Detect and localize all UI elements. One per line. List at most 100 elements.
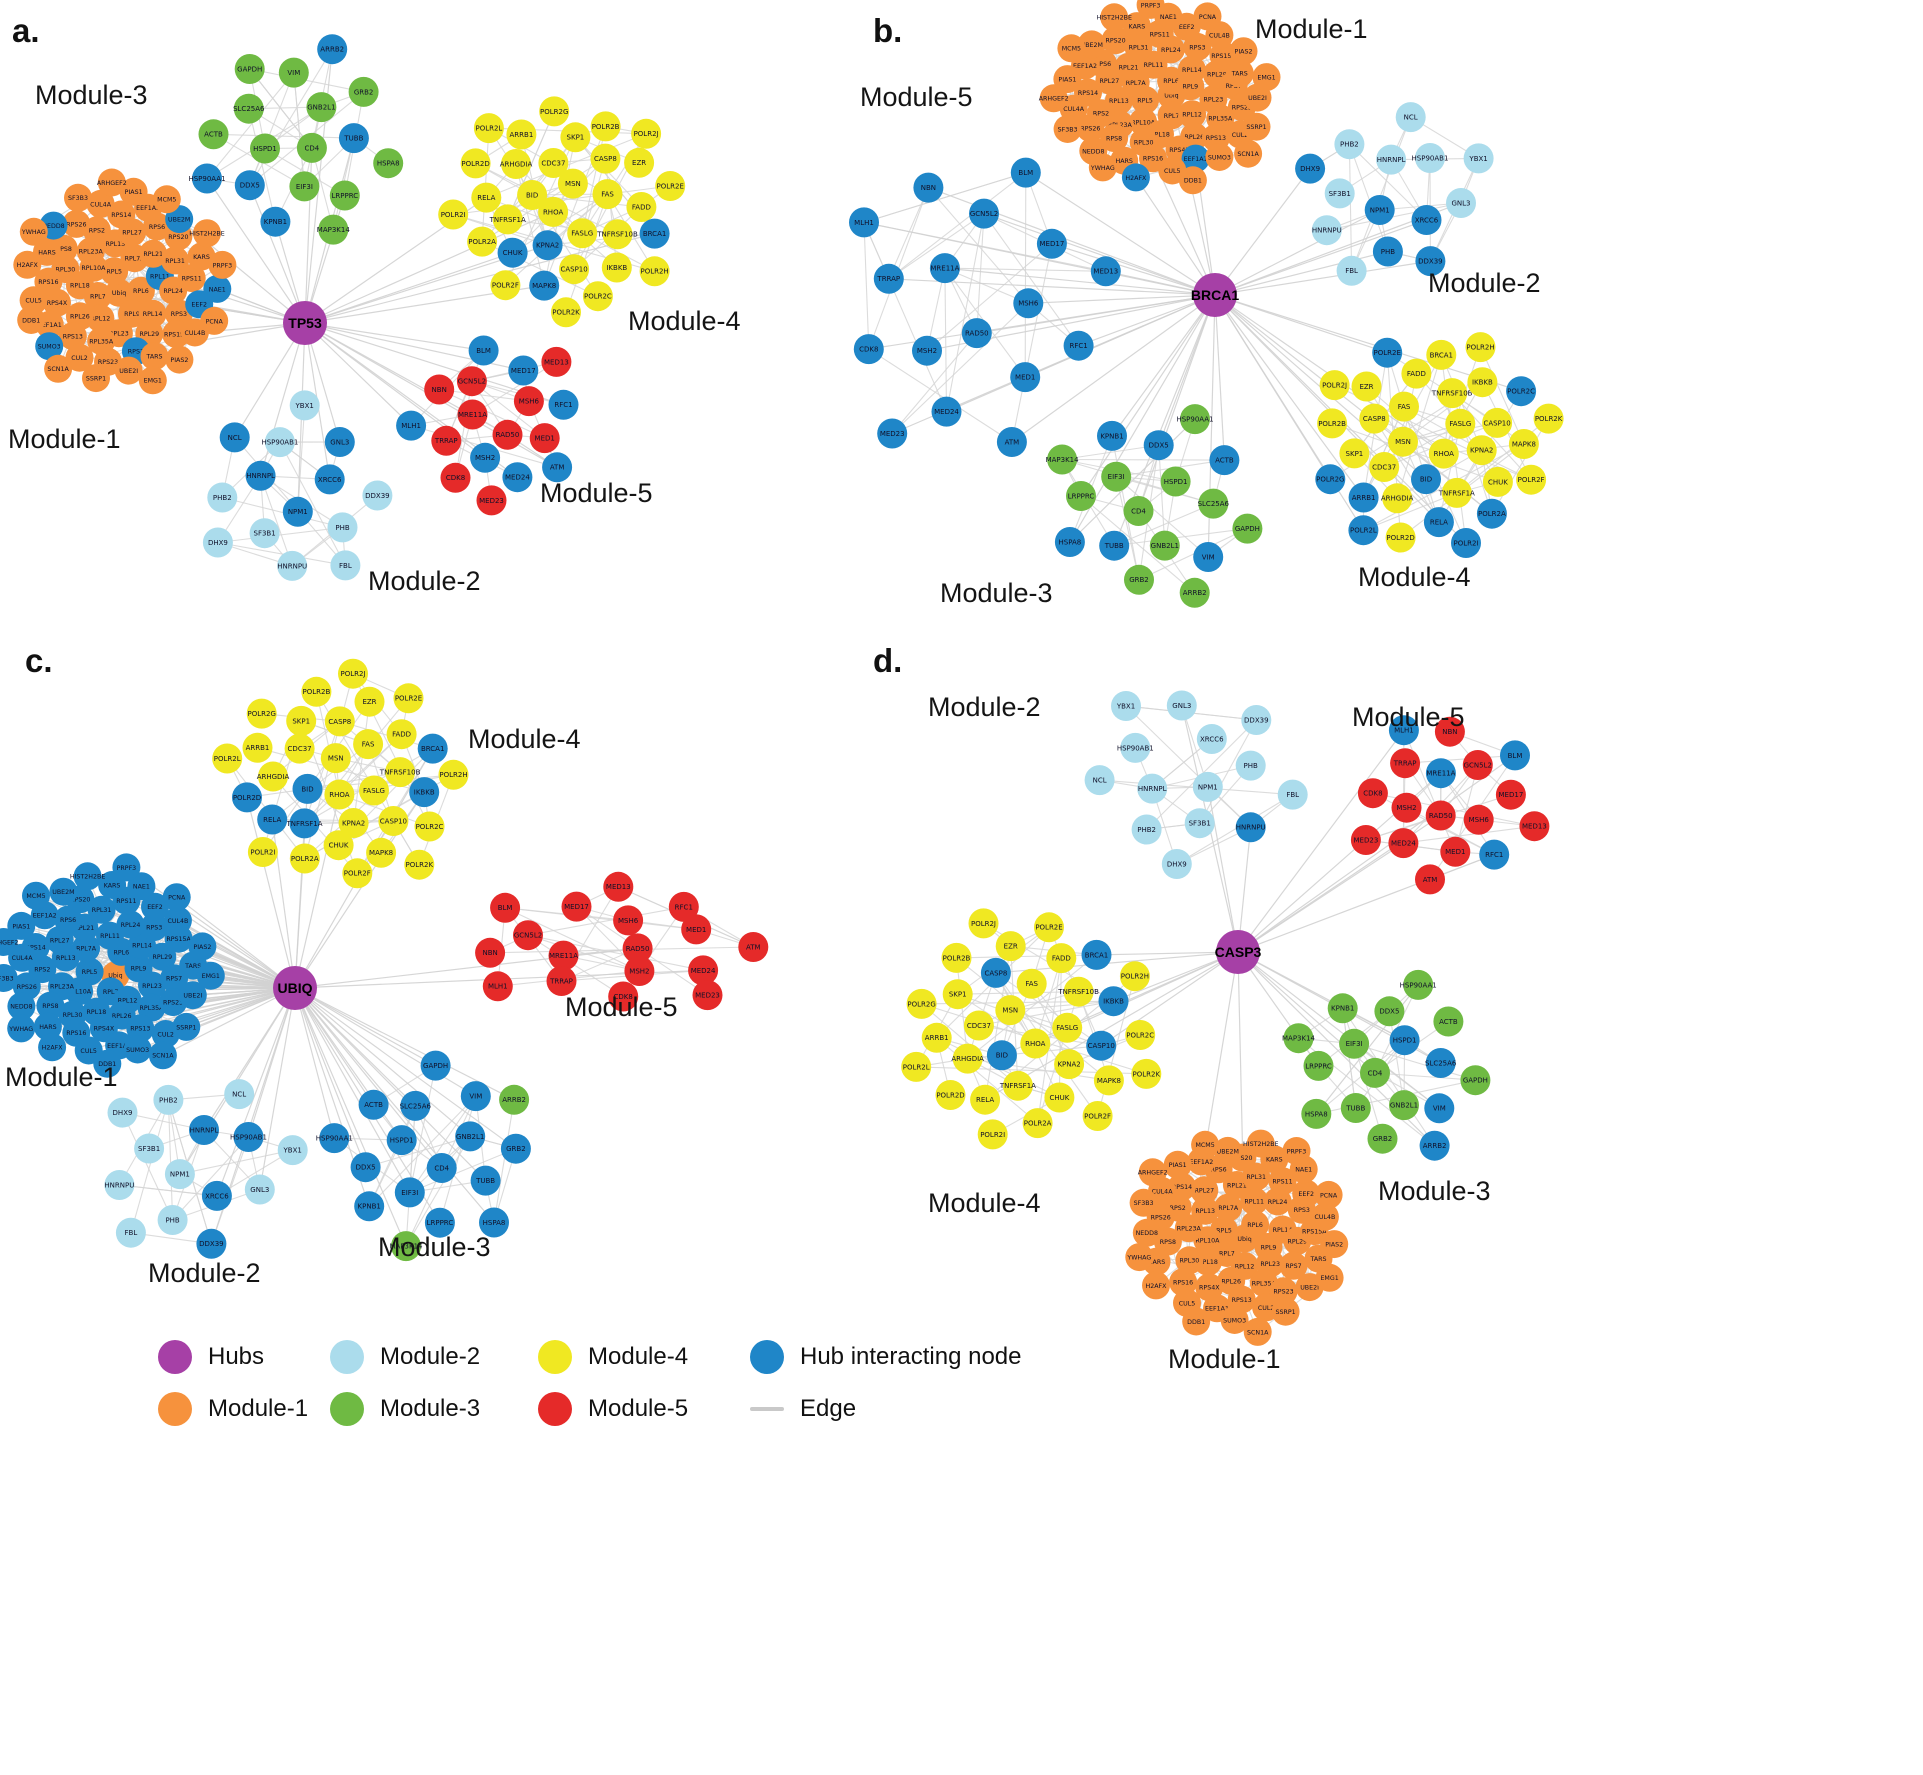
gene-node-POLR2J [968,908,999,939]
gene-node-label: DDX5 [240,182,260,190]
gene-node-label: MED1 [1015,374,1035,382]
gene-node-label: PCNA [1320,1192,1338,1199]
gene-node-PIAS2 [1320,1230,1349,1259]
gene-node-label: RPS3 [146,925,162,932]
hub-edge [1028,294,1216,304]
edge [353,701,371,824]
gene-node-label: DDB1 [22,317,40,324]
gene-node-label: EZR [1359,383,1373,391]
gene-node-label: POLR2G [540,108,568,116]
gene-node-label: LRPPRC [331,192,358,200]
gene-node-label: GAPDH [1235,525,1260,533]
gene-node-SF3B1 [134,1133,165,1164]
gene-node-PHB2 [153,1084,184,1115]
gene-node-label: RPL13 [1109,98,1129,105]
gene-node-label: POLR2E [395,695,422,703]
gene-node-label: YWHAG [21,229,46,236]
gene-node-GRB2 [348,76,379,107]
gene-node-label: KARS [1266,1157,1283,1164]
gene-node-label: RFC1 [1485,851,1503,859]
hub-edge [1137,294,1216,512]
labels-layer: Module-3Module-1Module-4Module-5Module-2… [8,12,741,596]
gene-node-label: RPL12 [91,316,111,323]
gene-node-label: PRPF3 [117,865,137,872]
gene-node-label: HIST2H2BE [1243,1141,1279,1148]
gene-node-label: DHX9 [113,1109,133,1117]
gene-node-label: MED17 [1499,791,1524,799]
gene-node-label: RPL11 [100,933,120,940]
gene-node-label: CHUK [503,249,523,257]
gene-node-EEF2 [141,892,169,921]
gene-node-GNL3 [1166,690,1197,721]
gene-node-EMG1 [1315,1263,1344,1292]
gene-node-label: RPL12 [118,997,138,1004]
gene-node-CD4 [1123,496,1154,526]
gene-node-FBL [1336,255,1367,286]
gene-node-XRCC6 [314,464,345,495]
gene-node-label: POLR2B [943,954,971,962]
hub-edge [259,987,296,1190]
gene-node-label: RPS13 [1232,1297,1252,1304]
edge [493,1099,515,1223]
gene-node-MED23 [877,418,908,449]
gene-node-label: HSPA8 [483,1219,506,1227]
hub-interacting-node-swatch [750,1340,784,1374]
gene-node-label: NPM1 [288,508,308,516]
gene-node-label: RPL24 [1161,47,1181,54]
gene-node-label: RPL21 [75,925,95,932]
gene-node-EZR [354,686,385,717]
hub-edge [176,896,296,989]
gene-node-TUBB [1340,1093,1371,1123]
gene-node-DHX9 [1295,153,1326,184]
gene-node-HSPA8 [1301,1098,1332,1129]
gene-node-label: HNRNPL [190,1126,219,1134]
gene-node-label: POLR2K [552,309,580,317]
gene-node-label: FASLG [363,787,385,795]
gene-node-GRB2 [500,1133,531,1164]
gene-node-label: POLR2D [461,160,489,168]
gene-node-label: PHB [1244,762,1258,770]
gene-node-label: RPS26 [17,984,37,991]
gene-node-POLR2K [1131,1058,1162,1089]
hub-edge [1158,294,1216,446]
gene-node-label: DDX39 [1418,258,1442,266]
gene-node-CDK8 [1357,778,1388,809]
edge [439,388,529,402]
gene-node-label: KARS [104,882,121,889]
gene-node-HNRNPU [1235,812,1266,843]
gene-node-label: ARHGDIA [257,773,290,781]
gene-node-label: EZR [1004,943,1018,951]
gene-node-label: RHOA [329,791,350,799]
gene-node-DDX39 [1241,705,1272,735]
gene-node-FASLG [567,218,598,249]
gene-node-label: POLR2F [492,282,519,290]
gene-node-CD4 [1360,1057,1390,1088]
gene-node-CASP8 [980,957,1011,988]
gene-node-RPL31 [161,246,190,275]
edge [439,1095,477,1223]
edge [1080,495,1196,594]
gene-node-label: MSN [1395,438,1411,446]
gene-node-H2AFX [13,250,42,279]
gene-node-YBX1 [1463,143,1494,174]
gene-node-label: RHOA [1025,1040,1046,1048]
gene-node-GAPDH [1232,513,1263,544]
gene-node-CUL2 [65,343,94,372]
gene-node-label: EEF1A2 [1189,1159,1213,1166]
module-label-module-1: Module-1 [1255,14,1368,44]
gene-node-label: RPL26 [1221,1278,1241,1285]
gene-node-CUL4B [163,906,192,935]
gene-node-label: POLR2E [1374,349,1401,357]
gene-node-RPS6 [54,905,83,934]
gene-node-label: DDX5 [356,1164,376,1172]
gene-node-label: RPL18 [70,283,90,290]
gene-node-label: RPL27 [1194,1188,1214,1195]
hub-edge [294,987,436,1067]
gene-node-label: RPS13 [1206,135,1226,142]
gene-node-DHX9 [1161,849,1192,879]
gene-node-MLH1 [849,207,879,238]
gene-node-CDK8 [608,981,639,1012]
gene-node-EMG1 [138,366,167,395]
edge [944,268,948,412]
gene-node-FAS [592,179,623,210]
